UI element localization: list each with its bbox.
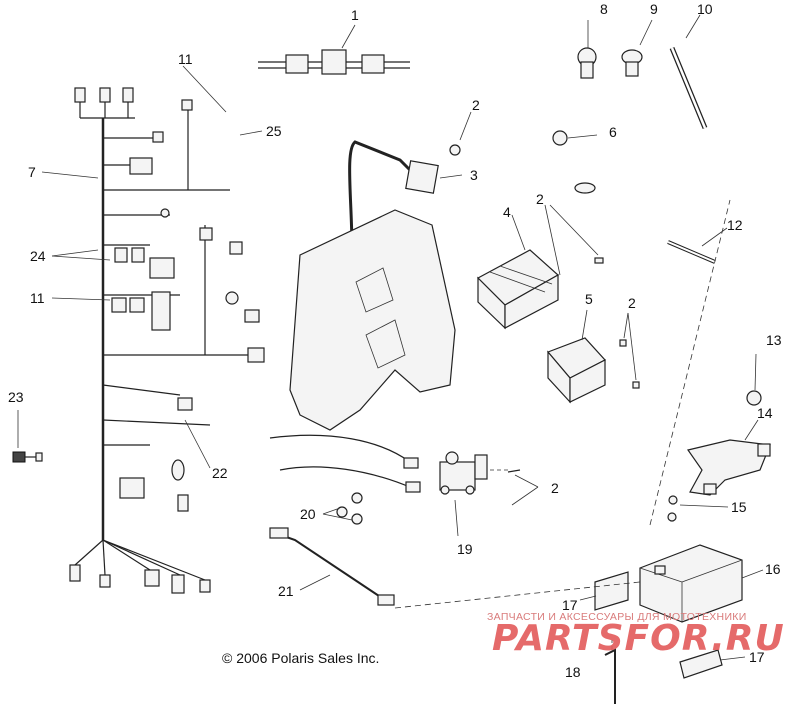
screw-2b (619, 339, 627, 347)
callout-18: 18 (565, 664, 581, 680)
nut-2 (449, 144, 461, 156)
callout-2a: 2 (472, 97, 480, 113)
callout-6: 6 (609, 124, 617, 140)
callout-1: 1 (351, 7, 359, 23)
callout-14: 14 (757, 405, 773, 421)
ground-cable-3 (348, 140, 439, 251)
hold-down-14 (687, 439, 771, 496)
strap-18 (604, 648, 616, 704)
callout-15: 15 (731, 499, 747, 515)
connector-9 (621, 49, 643, 77)
connector-8 (577, 47, 597, 79)
callout-9: 9 (650, 1, 658, 17)
callout-12: 12 (727, 217, 743, 233)
connector-23 (12, 451, 43, 463)
nut-15a (668, 495, 678, 505)
callout-4: 4 (503, 204, 511, 220)
callout-5: 5 (585, 291, 593, 307)
callout-2c: 2 (628, 295, 636, 311)
callout-17b: 17 (749, 649, 765, 665)
assembly-lines (394, 199, 731, 650)
clip (574, 182, 596, 194)
callout-3: 3 (470, 167, 478, 183)
callout-22: 22 (212, 465, 228, 481)
battery-cable-21 (269, 434, 421, 606)
screw-2c (632, 381, 640, 389)
label-17a (594, 571, 629, 611)
nut-15b (667, 512, 677, 522)
watermark-tagline: ЗАПЧАСТИ И АКСЕССУАРЫ ДЛЯ МОТОТЕХНИКИ (487, 611, 747, 623)
battery-box-plate (289, 209, 456, 431)
callout-13: 13 (766, 332, 782, 348)
callout-11b: 11 (30, 290, 45, 306)
callout-11a: 11 (178, 51, 193, 67)
battery-16 (639, 544, 743, 623)
label-17b (679, 649, 723, 679)
leader-lines (17, 14, 764, 661)
wiring-harness (69, 87, 265, 594)
callout-19: 19 (457, 541, 473, 557)
solenoid-19 (439, 451, 521, 495)
callout-8: 8 (600, 1, 608, 17)
callout-16: 16 (765, 561, 781, 577)
callout-24: 24 (30, 248, 46, 264)
nut-20c (351, 513, 363, 525)
callout-23: 23 (8, 389, 24, 405)
callout-2d: 2 (551, 480, 559, 496)
nut-20b (336, 506, 348, 518)
part-13 (746, 390, 762, 406)
callout-10: 10 (697, 1, 713, 17)
harness-extension-1 (258, 49, 410, 75)
module-5 (546, 337, 606, 404)
regulator-4 (477, 249, 560, 330)
callout-7: 7 (28, 164, 36, 180)
callout-25: 25 (266, 123, 282, 139)
nut-20a (351, 492, 363, 504)
nut-6 (552, 130, 568, 146)
callout-21: 21 (278, 583, 294, 599)
watermark-logo: PARTSFOR.RU (492, 618, 785, 659)
copyright-text: © 2006 Polaris Sales Inc. (222, 650, 380, 666)
callout-17a: 17 (562, 597, 578, 613)
screw-2 (594, 257, 604, 264)
callout-2b: 2 (536, 191, 544, 207)
cap-12 (667, 240, 716, 264)
rod-10 (669, 47, 708, 129)
callout-20: 20 (300, 506, 316, 522)
